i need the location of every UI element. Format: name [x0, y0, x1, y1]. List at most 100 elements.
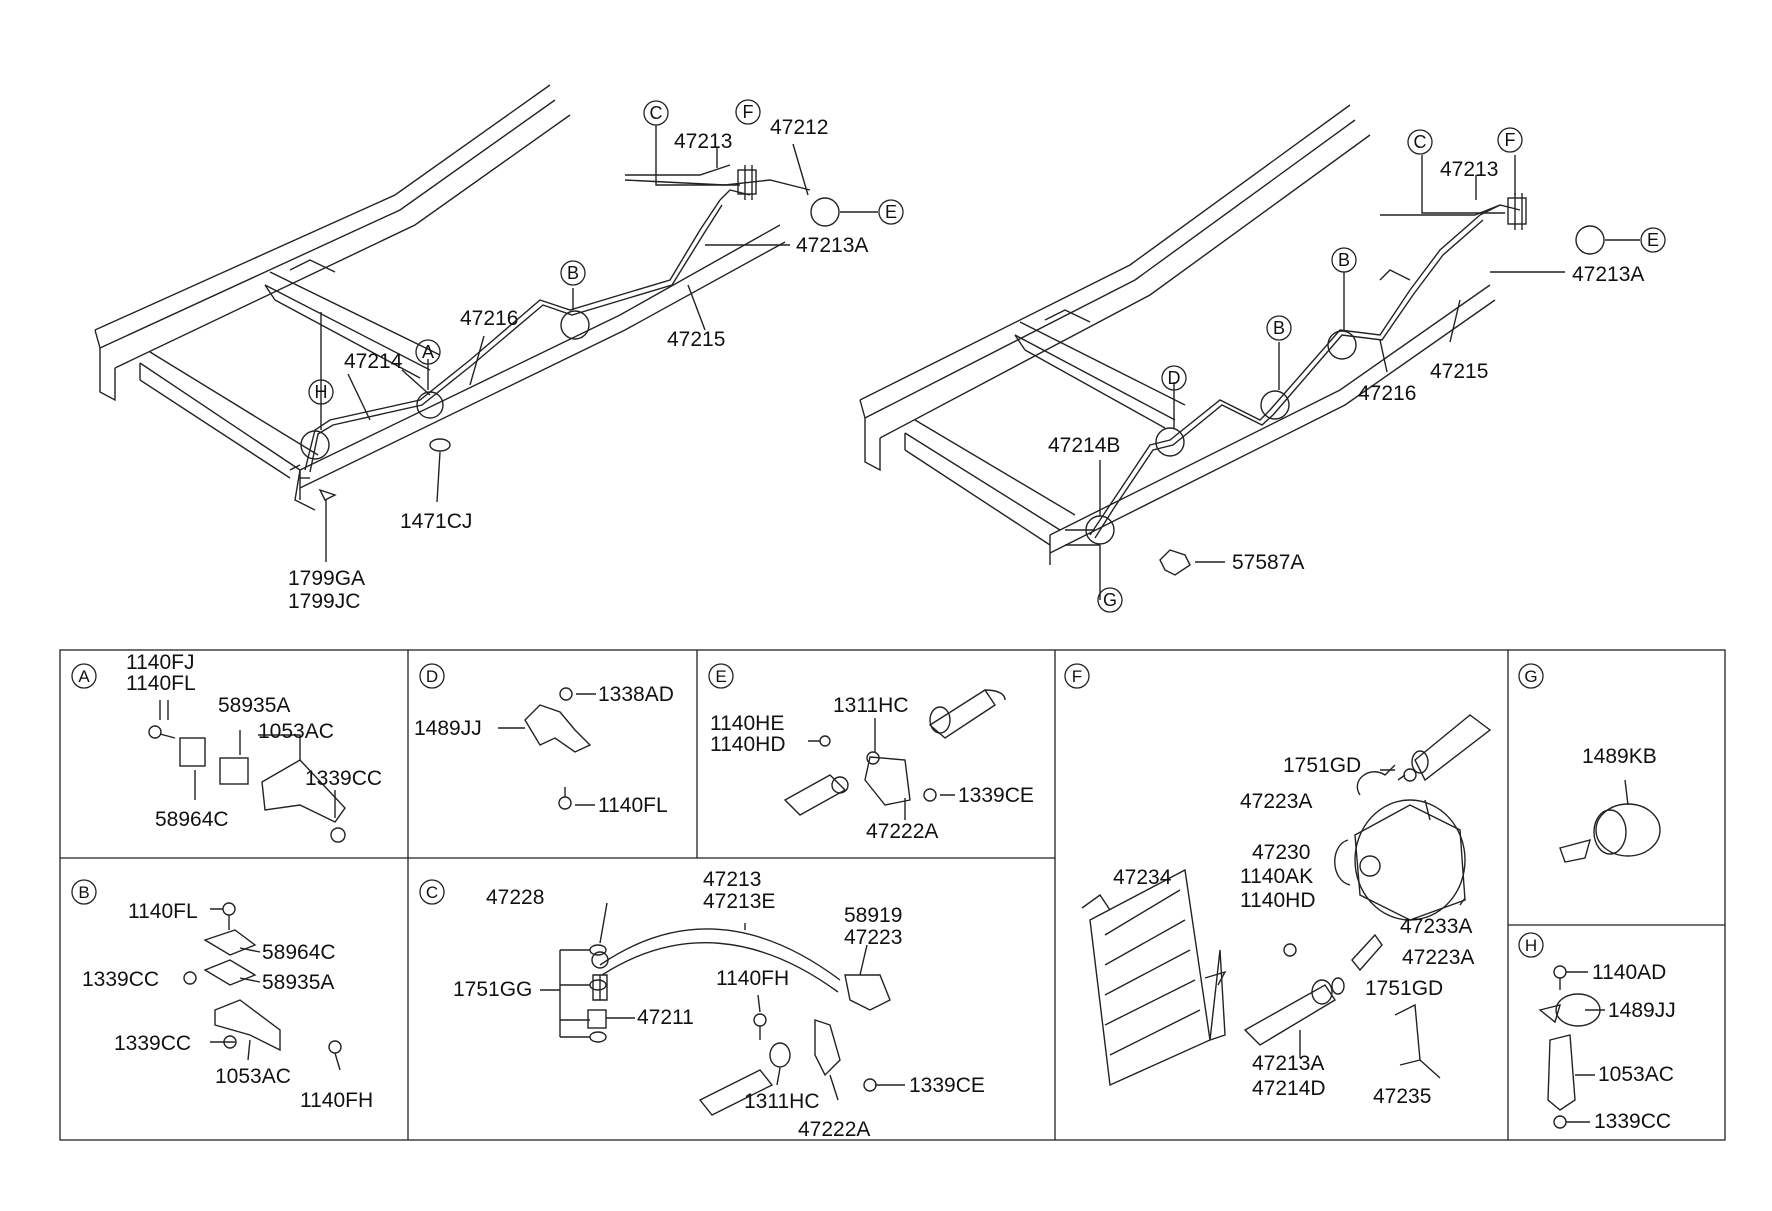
top-right-labels: C F E B B D G 47213 47213A 47215 47216 4… [1048, 127, 1666, 613]
label-47213a: 47213A [796, 234, 868, 257]
callout-b-right-2: B [1273, 318, 1285, 338]
label-1471cj: 1471CJ [400, 510, 472, 533]
tr-callout-letters: C F E B B D G [1097, 127, 1666, 613]
right-frame-drawing [859, 104, 1605, 576]
label-57587a: 57587A [1232, 551, 1304, 574]
f-47213a: 47213A [1252, 1052, 1324, 1075]
label-47214: 47214 [344, 350, 403, 373]
panel-d-parts [498, 687, 596, 810]
right-leaders [1099, 155, 1640, 600]
f-47235: 47235 [1373, 1085, 1431, 1108]
a-1339cc: 1339CC [305, 767, 382, 790]
f-47214d: 47214D [1252, 1077, 1326, 1100]
panel-b-parts [183, 902, 342, 1071]
c-1339ce: 1339CE [909, 1074, 985, 1097]
label-47216-right: 47216 [1358, 382, 1416, 405]
label-47213: 47213 [674, 130, 732, 153]
d-1140fl: 1140FL [598, 794, 668, 817]
b-1140fl: 1140FL [128, 900, 198, 923]
label-47214b: 47214B [1048, 434, 1120, 457]
panel-b-letter: B [78, 883, 89, 902]
f-1751gd-bottom: 1751GD [1365, 977, 1443, 1000]
a-58935a: 58935A [218, 694, 290, 717]
panel-c-letter: C [426, 883, 438, 902]
callout-e: E [885, 202, 897, 222]
panel-a-letter: A [78, 667, 90, 686]
panel-g-letter: G [1524, 667, 1537, 686]
label-47215: 47215 [667, 328, 725, 351]
e-1140hd: 1140HD [710, 733, 786, 756]
a-58964c: 58964C [155, 808, 229, 831]
h-1053ac: 1053AC [1598, 1063, 1674, 1086]
b-58935a: 58935A [262, 971, 334, 994]
f-1751gd-top: 1751GD [1283, 754, 1361, 777]
d-1489jj: 1489JJ [414, 717, 482, 740]
callout-b-right-1: B [1338, 250, 1350, 270]
f-47230: 47230 [1252, 841, 1310, 864]
callout-f-right: F [1505, 130, 1516, 150]
callout-h: H [315, 382, 328, 402]
f-47223a-top: 47223A [1240, 790, 1312, 813]
d-1338ad: 1338AD [598, 683, 674, 706]
f-47234: 47234 [1113, 866, 1172, 889]
e-1339ce: 1339CE [958, 784, 1034, 807]
panel-h-parts [1538, 965, 1605, 1129]
label-47216: 47216 [460, 307, 518, 330]
panel-c-parts [540, 902, 905, 1116]
left-leaders [320, 125, 878, 562]
label-1799ga: 1799GA [288, 567, 365, 590]
a-1053ac: 1053AC [258, 720, 334, 743]
panel-f-letter: F [1072, 667, 1082, 686]
callout-b: B [567, 263, 579, 283]
callout-f: F [743, 102, 754, 122]
c-47223: 47223 [844, 926, 902, 949]
panel-grid [59, 649, 1726, 1141]
callout-a: A [422, 342, 434, 362]
e-47222a: 47222A [866, 820, 938, 843]
h-1489jj: 1489JJ [1608, 999, 1676, 1022]
label-47212: 47212 [770, 116, 828, 139]
f-47233a: 47233A [1400, 915, 1472, 938]
a-1140fl: 1140FL [126, 672, 196, 695]
c-47213: 47213 [703, 868, 761, 891]
callout-d-right: D [1168, 368, 1181, 388]
c-47222a: 47222A [798, 1118, 870, 1141]
b-1053ac: 1053AC [215, 1065, 291, 1088]
left-frame-drawing [94, 84, 840, 511]
b-1339cc-bottom: 1339CC [114, 1032, 191, 1055]
b-58964c: 58964C [262, 941, 336, 964]
panel-letters: A D E F G B C H [78, 667, 1537, 955]
panel-h-letter: H [1525, 936, 1537, 955]
panel-e-parts [783, 689, 1006, 820]
b-1140fh: 1140FH [300, 1089, 373, 1112]
label-47213-right: 47213 [1440, 158, 1498, 181]
e-1311hc: 1311HC [833, 694, 909, 717]
c-58919: 58919 [844, 904, 902, 927]
a-1140fj: 1140FJ [126, 651, 195, 674]
h-1339cc: 1339CC [1594, 1110, 1671, 1133]
f-47223a-bottom: 47223A [1402, 946, 1474, 969]
e-1140he: 1140HE [710, 712, 784, 735]
label-1799jc: 1799JC [288, 590, 360, 613]
callout-c: C [650, 103, 663, 123]
g-1489kb: 1489KB [1582, 745, 1657, 768]
panel-a-parts [148, 700, 346, 843]
top-left-labels: C F E B A H 47213 47212 47213A 47216 472… [288, 99, 904, 613]
tl-callout-letters: C F E B A H [308, 99, 904, 405]
h-1140ad: 1140AD [1592, 961, 1666, 984]
panel-g-parts [1559, 779, 1661, 863]
c-1140fh: 1140FH [716, 967, 789, 990]
b-1339cc-top: 1339CC [82, 968, 159, 991]
c-1311hc: 1311HC [744, 1090, 820, 1113]
panel-f-parts [1081, 714, 1492, 1087]
callout-g-right: G [1103, 590, 1117, 610]
callout-e-right: E [1647, 230, 1659, 250]
panel-d-letter: D [426, 667, 438, 686]
c-1751gg: 1751GG [453, 978, 532, 1001]
label-47213a-right: 47213A [1572, 263, 1644, 286]
f-1140ak: 1140AK [1240, 865, 1313, 888]
c-47211: 47211 [637, 1006, 694, 1029]
c-47228: 47228 [486, 886, 544, 909]
callout-c-right: C [1414, 132, 1427, 152]
